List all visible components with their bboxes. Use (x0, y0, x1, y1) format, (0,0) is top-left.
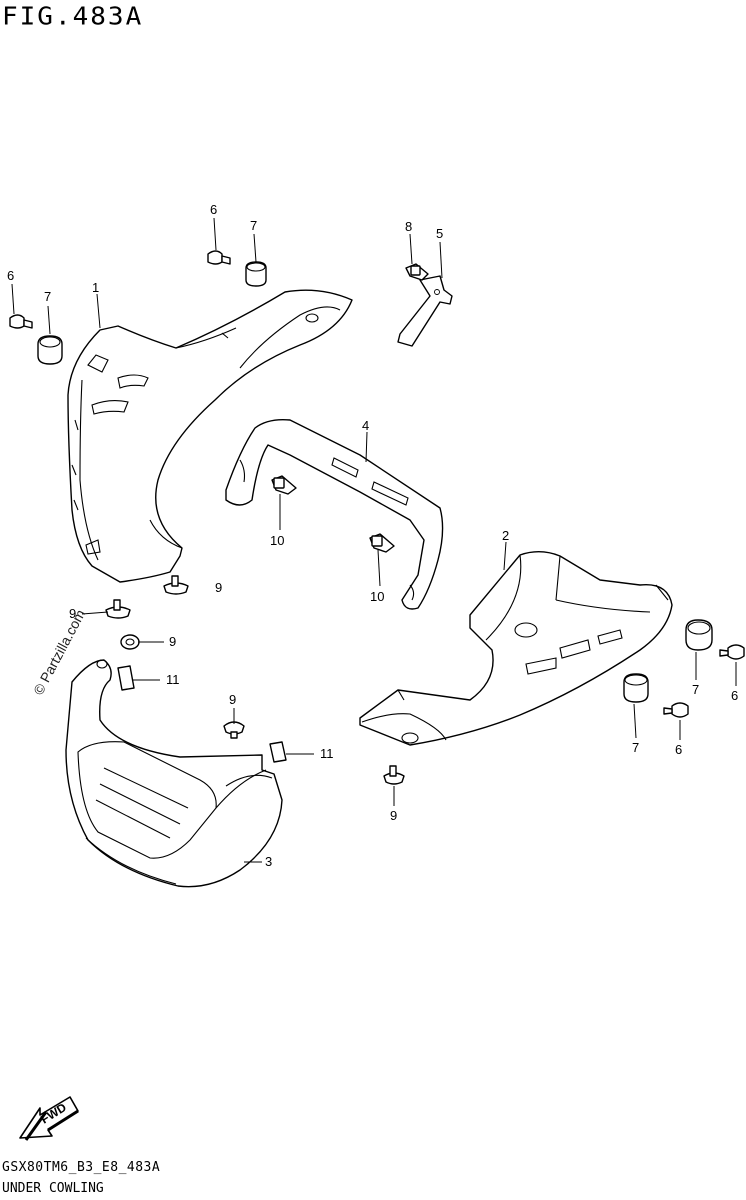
callout-label: 9 (69, 606, 76, 621)
part-3-front-cowl (65, 659, 283, 888)
callout-label: 9 (215, 580, 222, 595)
callout-label: 1 (92, 280, 99, 295)
figure-title: FIG.483A (2, 2, 144, 32)
callout-label: 10 (270, 533, 284, 548)
callout-label: 7 (692, 682, 699, 697)
callout-label: 5 (436, 226, 443, 241)
part-2-lower-cowl (359, 551, 673, 746)
part-7-grommets (37, 261, 713, 703)
part-11-clip-nuts (117, 665, 287, 763)
callout-label: 6 (675, 742, 682, 757)
callout-label: 10 (370, 589, 384, 604)
callout-label: 6 (731, 688, 738, 703)
callout-label: 4 (362, 418, 369, 433)
callout-label: 8 (405, 219, 412, 234)
callout-label: 11 (320, 746, 334, 761)
part-1-side-cowling (67, 289, 353, 583)
callout-label: 2 (502, 528, 509, 543)
footer-diagram-name: UNDER COWLING (2, 1181, 104, 1196)
callout-label: 7 (632, 740, 639, 755)
leader-lines (11, 217, 737, 863)
callout-label: 7 (44, 289, 51, 304)
part-10-bolts (271, 475, 395, 553)
part-9-clips (105, 575, 405, 785)
callout-label: 11 (166, 672, 180, 687)
callout-label: 9 (229, 692, 236, 707)
callout-label: 6 (7, 268, 14, 283)
callout-label: 9 (169, 634, 176, 649)
part-4-center-bracket (225, 418, 444, 610)
part-6-screws (9, 250, 745, 718)
callout-label: 6 (210, 202, 217, 217)
callout-label: 9 (390, 808, 397, 823)
part-8-bolt (405, 263, 429, 281)
callout-label: 3 (265, 854, 272, 869)
callout-labels: 6 7 1 6 7 8 5 4 10 10 9 2 9 9 11 9 11 3 … (7, 202, 738, 869)
footer-diagram-code: GSX80TM6_B3_E8_483A (2, 1160, 161, 1175)
forward-arrow-icon: FWD (19, 1096, 79, 1141)
part-5-bracket (397, 275, 453, 347)
callout-label: 7 (250, 218, 257, 233)
